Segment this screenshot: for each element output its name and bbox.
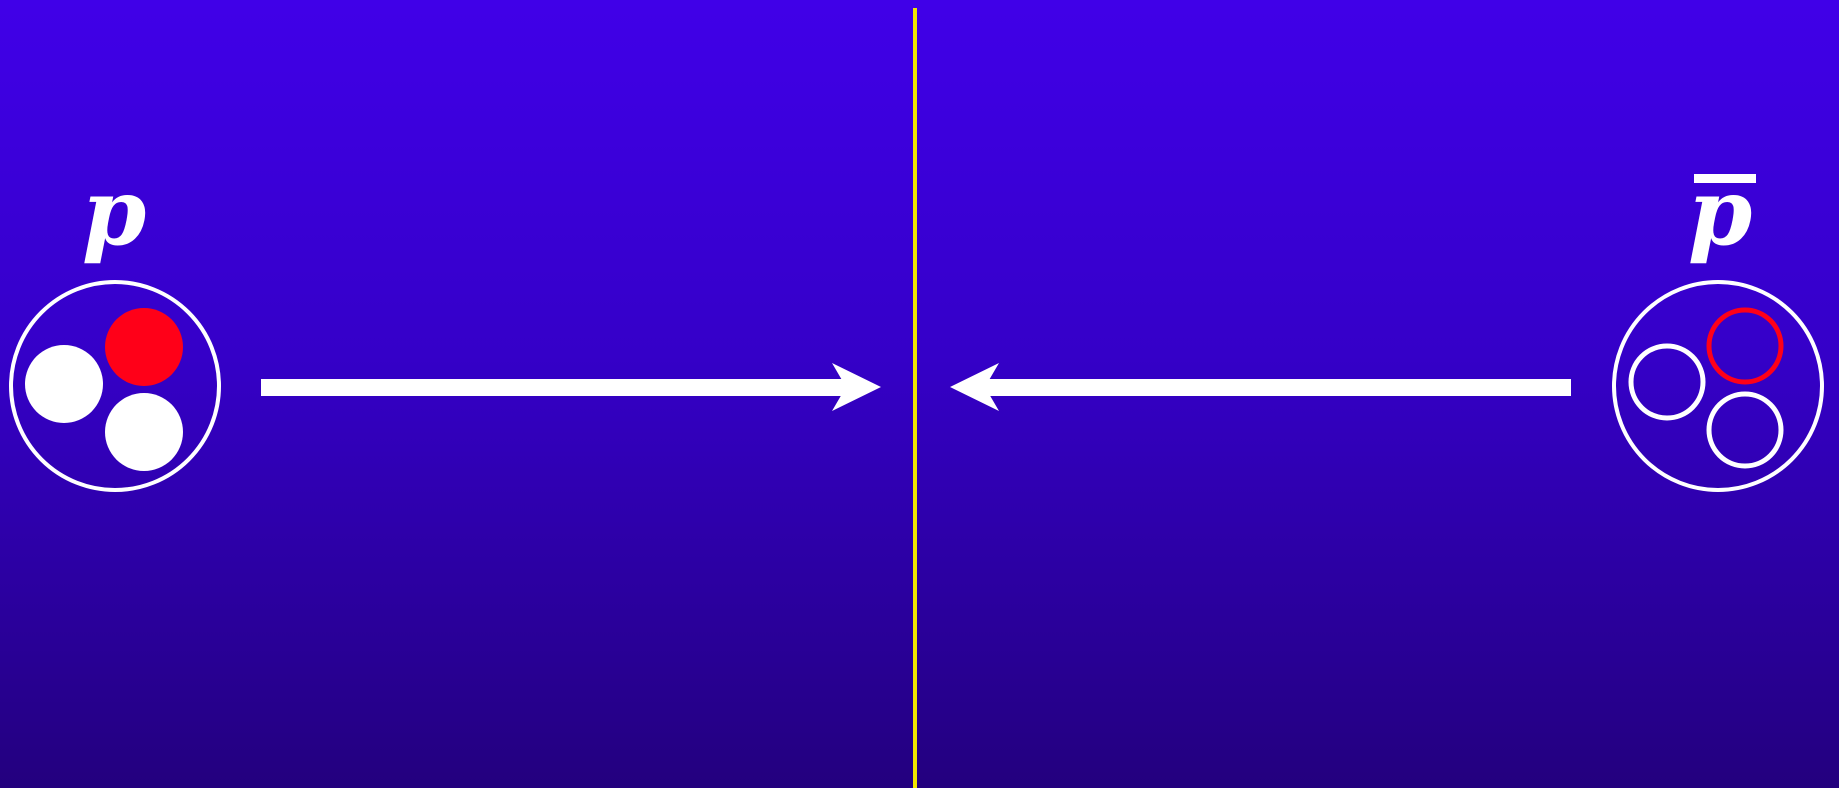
antiproton-overbar — [1694, 174, 1756, 183]
proton — [11, 282, 219, 490]
proton-quark-white-left — [25, 345, 103, 423]
proton-arrow — [261, 363, 881, 411]
antiproton-outline — [1614, 282, 1822, 490]
proton-label: p — [82, 166, 146, 258]
antiproton-quark-white-left — [1631, 346, 1703, 418]
antiproton-quark-white-bottom — [1709, 394, 1781, 466]
antiproton-quark-red — [1709, 310, 1781, 382]
antiproton — [1614, 282, 1822, 490]
antiproton-arrow — [950, 363, 1571, 411]
proton-quark-white-bottom — [105, 393, 183, 471]
proton-quark-red — [105, 308, 183, 386]
